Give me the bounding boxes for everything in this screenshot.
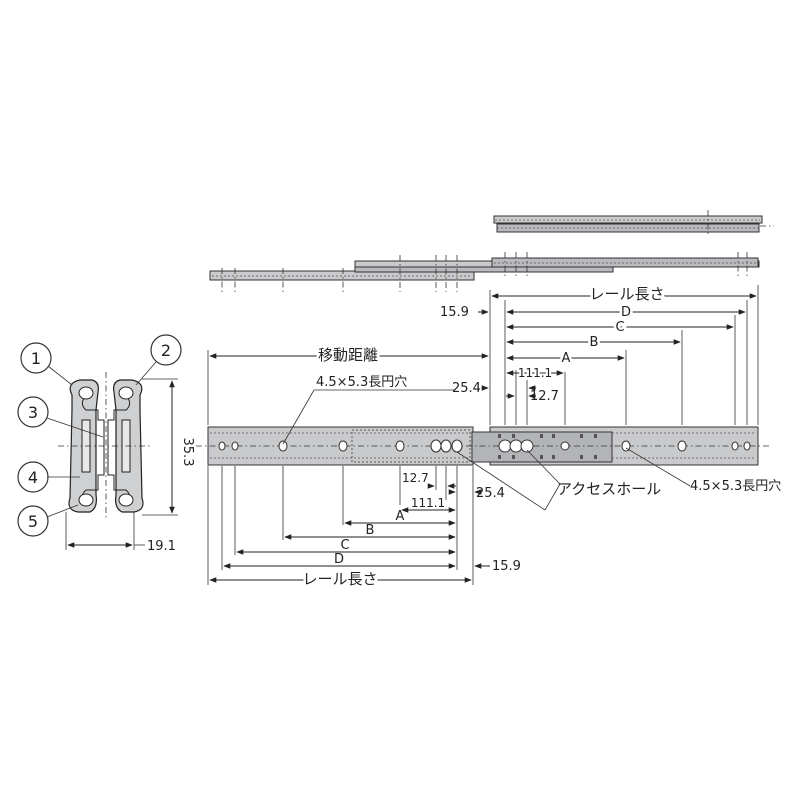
bottom-A-label: A [396, 509, 405, 524]
extended-rail-views [209, 210, 774, 292]
bottom-pitch-12-label: 12.7 [402, 471, 429, 485]
callout-5: 5 [17, 504, 79, 537]
svg-text:4: 4 [28, 468, 38, 487]
bottom-offset-right-label: 15.9 [492, 559, 521, 574]
bottom-B-label: B [366, 523, 375, 538]
callout-4: 4 [17, 461, 80, 493]
top-dimension-lines [207, 285, 759, 445]
access-hole-label: アクセスホール [557, 480, 661, 498]
svg-text:1: 1 [31, 349, 41, 368]
bottom-C-label: C [340, 538, 349, 553]
section-height-label: 35.3 [180, 438, 195, 467]
callout-3: 3 [17, 396, 104, 438]
bottom-offset-25-label: 25.4 [476, 486, 505, 501]
svg-text:2: 2 [161, 341, 171, 360]
top-D-label: D [621, 305, 631, 320]
svg-text:3: 3 [28, 403, 38, 422]
top-B-label: B [590, 335, 599, 350]
top-offset-25-label: 25.4 [452, 381, 481, 396]
bottom-pitch-111-label: 111.1 [411, 496, 445, 510]
right-slot-label: 4.5×5.3長円穴 [690, 479, 781, 494]
travel-distance-label: 移動距離 [318, 346, 378, 364]
top-rail-length-label: レール長さ [589, 285, 664, 303]
svg-text:5: 5 [28, 512, 38, 531]
top-A-label: A [562, 351, 571, 366]
top-pitch-111-label: 111.1 [518, 366, 552, 380]
top-pitch-12-label: 12.7 [530, 389, 559, 404]
bottom-D-label: D [334, 552, 344, 567]
top-offset-label: 15.9 [440, 305, 469, 320]
bottom-dimension-lines [207, 447, 691, 585]
callout-2: 2 [135, 334, 182, 386]
callout-1: 1 [20, 342, 73, 386]
top-slot-label: 4.5×5.3長円穴 [316, 375, 407, 390]
top-C-label: C [615, 320, 624, 335]
cross-section-view [58, 372, 178, 550]
section-width-label: 19.1 [147, 539, 176, 554]
rail-side-view [196, 426, 772, 466]
bottom-rail-length-label: レール長さ [302, 570, 377, 588]
